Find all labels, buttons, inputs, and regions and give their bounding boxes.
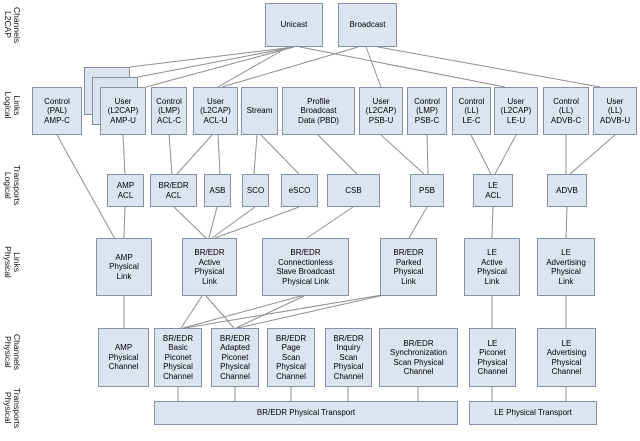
box-le-u: User (L2CAP) LE-U [494,87,538,135]
box-amp-physical-link: AMP Physical Link [96,238,152,296]
box-acl-u: User (L2CAP) ACL-U [193,87,238,135]
box-le-advertising-physical-channel: LE Advertising Physical Channel [537,328,596,387]
box-advb: ADVB [547,174,587,207]
box-amp-c: Control (PAL) AMP-C [32,87,82,135]
box-amp-acl: AMP ACL [107,174,144,207]
box-le-piconet-physical-channel: LE Piconet Physical Channel [469,328,516,387]
box-advb-u: User (LL) ADVB-U [593,87,637,135]
box-psb: PSB [410,174,444,207]
box-psb-u: User (L2CAP) PSB-U [359,87,403,135]
box-adapted-piconet-physical-channel: BR/EDR Adapted Piconet Physical Channel [211,328,259,387]
box-le-advertising-physical-link: LE Advertising Physical Link [537,238,595,296]
box-le-c: Control (LL) LE-C [452,87,491,135]
box-bredr-csb-physical-link: BR/EDR Connectionless Slave Broadcast Ph… [262,238,349,296]
box-sync-scan-physical-channel: BR/EDR Synchronization Scan Physical Cha… [379,328,458,387]
box-stream: Stream [241,87,278,135]
row-label-l2cap-channels: L2CAP Channels [3,7,22,43]
box-psb-c: Control (LMP) PSB-C [407,87,447,135]
box-pbd: Profile Broadcast Data (PBD) [282,87,355,135]
box-amp-physical-channel: AMP Physical Channel [98,328,149,387]
box-amp-u: User (L2CAP) AMP-U [100,87,146,135]
box-bredr-parked-physical-link: BR/EDR Parked Physical Link [380,238,437,296]
box-bredr-active-physical-link: BR/EDR Active Physical Link [182,238,237,296]
box-page-scan-physical-channel: BR/EDR Page Scan Physical Channel [267,328,315,387]
box-inquiry-scan-physical-channel: BR/EDR Inquiry Scan Physical Channel [325,328,372,387]
box-le-acl: LE ACL [473,174,513,207]
box-le-active-physical-link: LE Active Physical Link [464,238,520,296]
row-label-physical-transports: Physical Transports [3,387,22,429]
box-esco: eSCO [281,174,318,207]
row-label-physical-links: Physical Links [3,246,22,278]
box-unicast: Unicast [265,3,323,47]
box-basic-piconet-physical-channel: BR/EDR Basic Piconet Physical Channel [154,328,202,387]
box-acl-c: Control (LMP) ACL-C [151,87,187,135]
box-sco: SCO [242,174,269,207]
box-asb: ASB [204,174,231,207]
box-csb: CSB [327,174,380,207]
box-bredr-acl: BR/EDR ACL [150,174,197,207]
row-label-physical-channels: Physical Channels [3,334,22,370]
row-label-logical-links: Logical Links [3,91,22,119]
box-advb-c: Control (LL) ADVB-C [543,87,589,135]
box-le-physical-transport: LE Physical Transport [469,401,597,425]
box-broadcast: Broadcast [338,3,397,47]
box-bredr-physical-transport: BR/EDR Physical Transport [154,401,458,425]
row-label-logical-transports: Logical Transports [3,164,22,206]
